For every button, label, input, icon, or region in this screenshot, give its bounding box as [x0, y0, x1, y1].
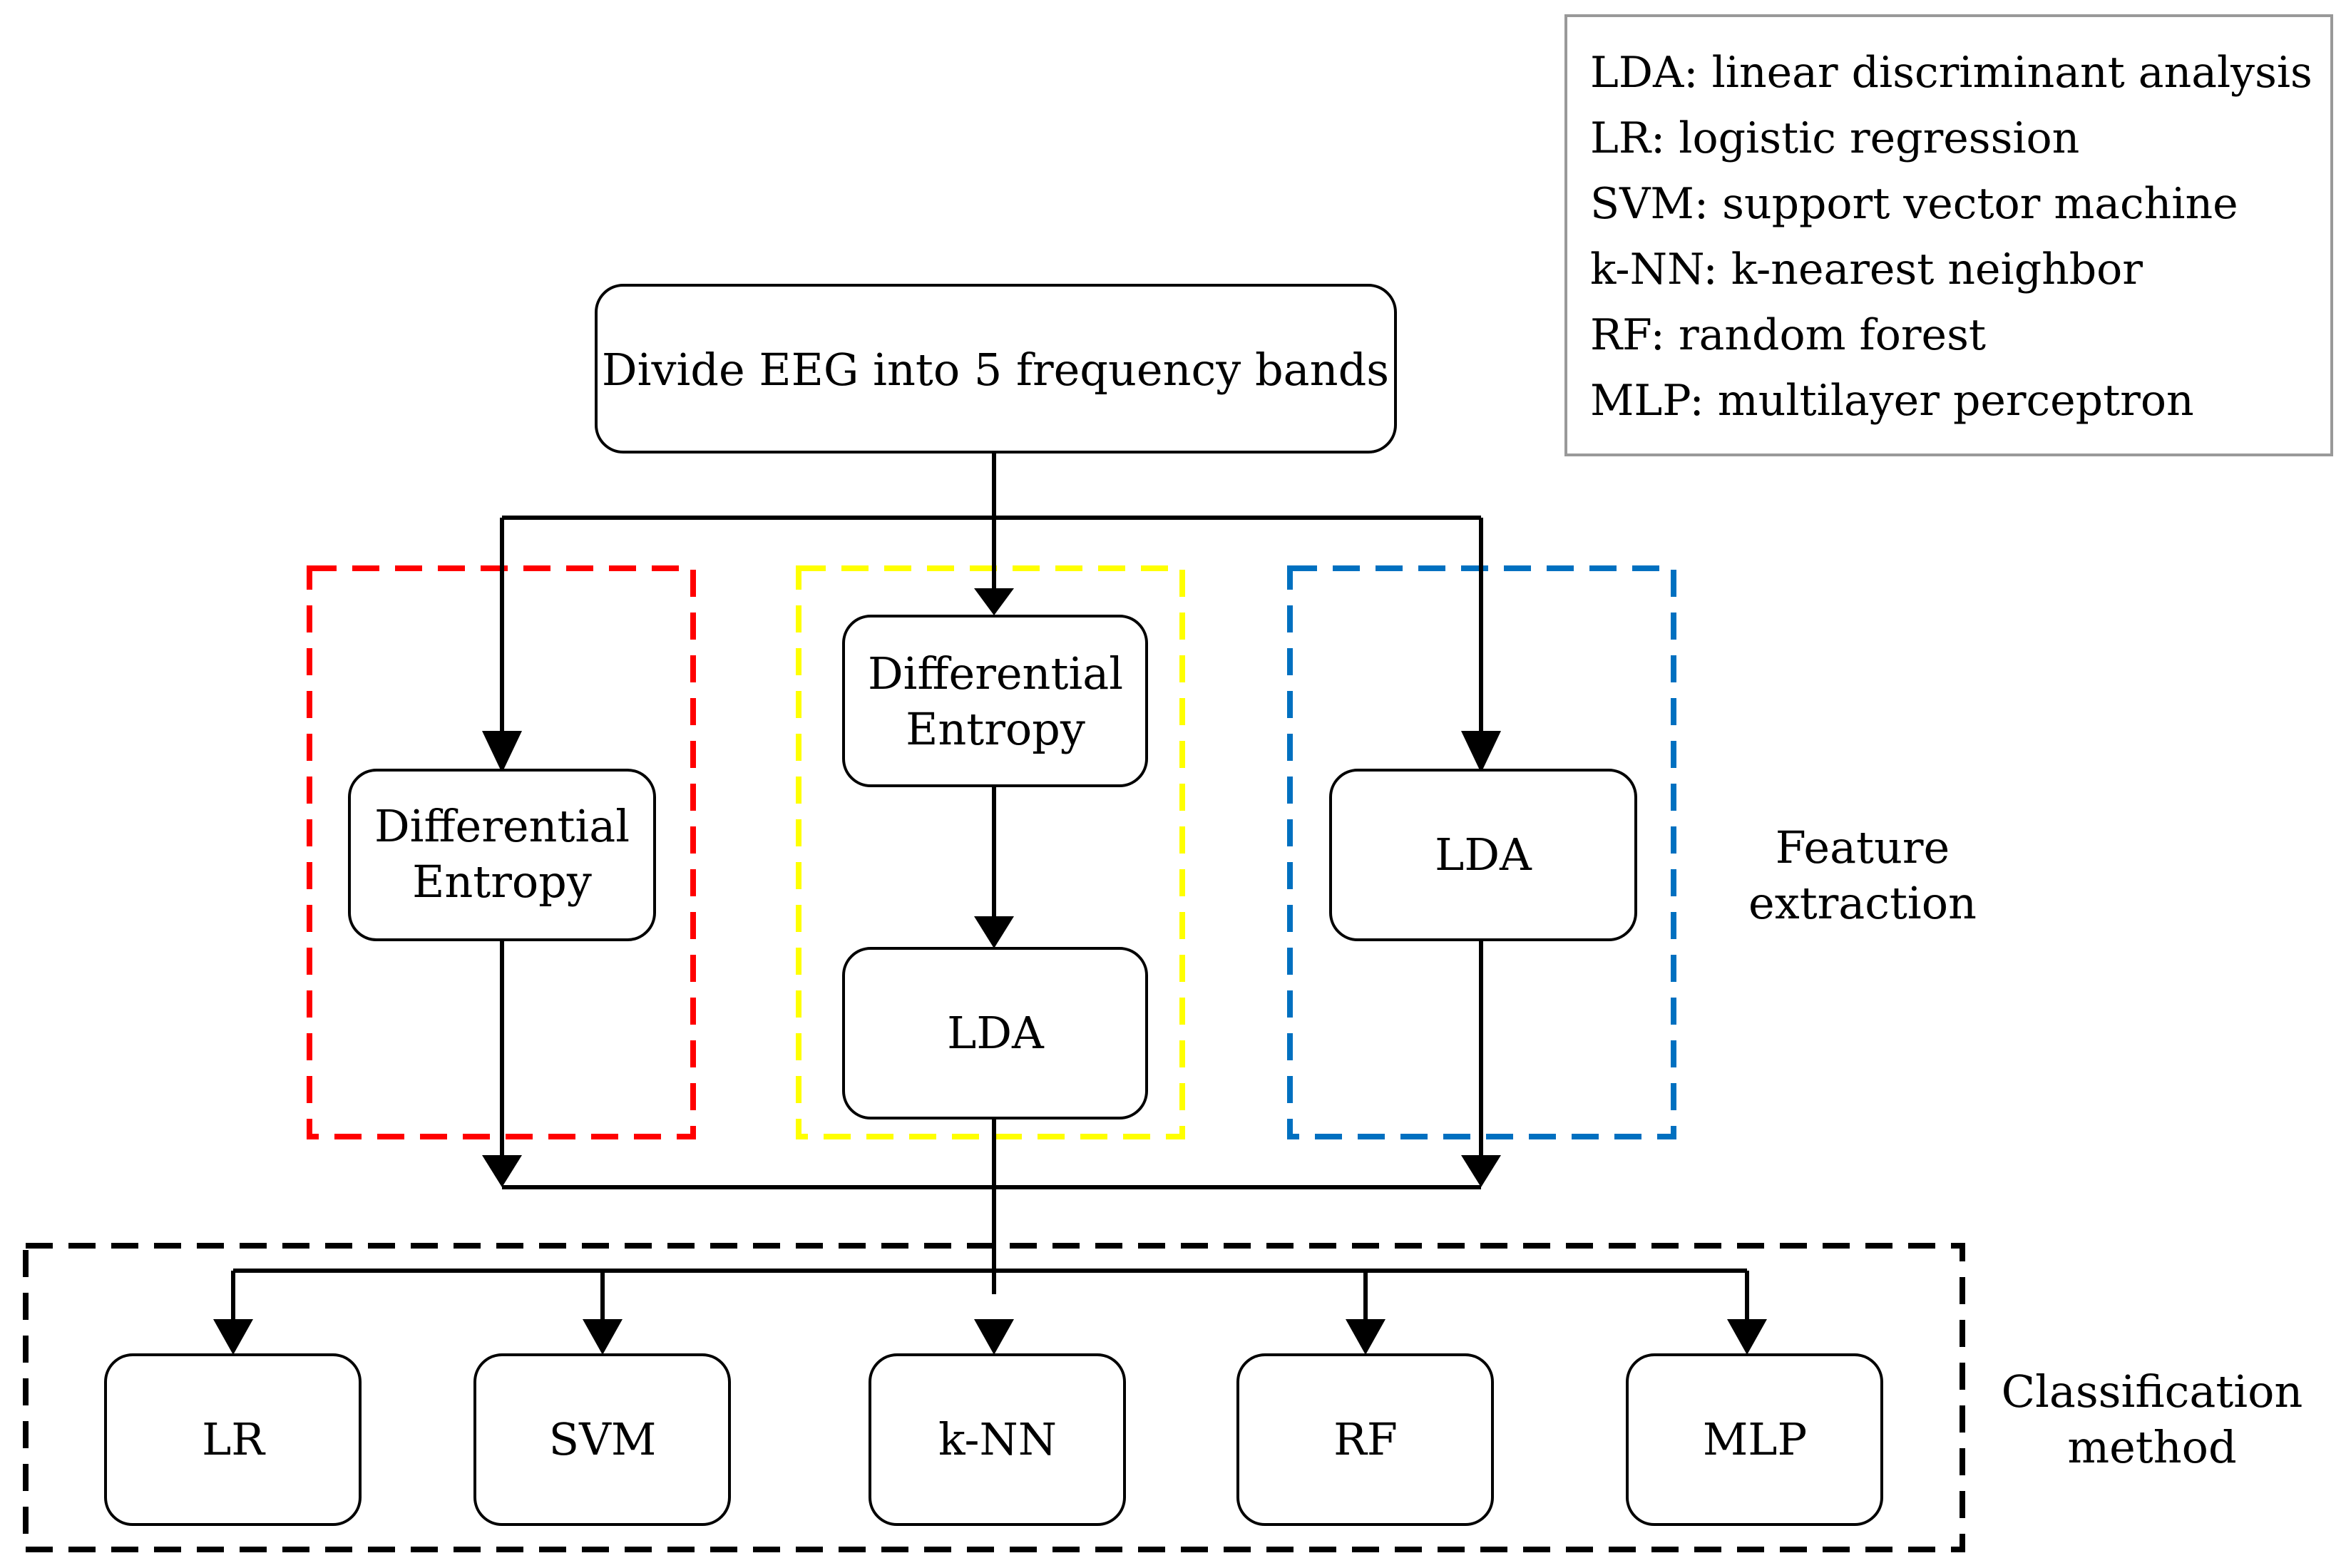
legend-item: k-NN: k-nearest neighbor	[1590, 245, 2143, 294]
legend: LDA: linear discriminant analysis LR: lo…	[1564, 14, 2333, 456]
arrowhead	[1346, 1319, 1385, 1355]
legend-item: RF: random forest	[1590, 310, 1986, 360]
arrowhead	[583, 1319, 623, 1355]
arrowhead	[1461, 1155, 1501, 1187]
arrowhead	[482, 1155, 522, 1187]
top-node-label: Divide EEG into 5 frequency bands	[602, 344, 1389, 396]
right-lda-node: LDA	[1329, 769, 1637, 941]
top-node: Divide EEG into 5 frequency bands	[595, 284, 1397, 454]
arrowhead	[974, 588, 1014, 615]
classifier-rf-node: RF	[1236, 1353, 1494, 1526]
arrowhead	[1727, 1319, 1767, 1355]
legend-box	[1564, 14, 2333, 456]
arrowhead	[974, 916, 1014, 948]
classification-method-label-line1: Classification	[2002, 1365, 2303, 1418]
feature-extraction-label-line2: extraction	[1748, 877, 1977, 929]
arrowhead	[974, 1319, 1014, 1355]
classifier-knn-label: k-NN	[938, 1413, 1057, 1465]
feature-extraction-label-line1: Feature	[1776, 821, 1950, 873]
classifier-svm-node: SVM	[473, 1353, 731, 1526]
middle-lda-label: LDA	[947, 1007, 1045, 1059]
arrowhead	[213, 1319, 253, 1355]
arrowheads	[213, 588, 1767, 1355]
middle-de-label-line2: Entropy	[906, 703, 1085, 755]
classifier-mlp-label: MLP	[1703, 1413, 1807, 1465]
classification-method-label-line2: method	[2067, 1421, 2236, 1473]
middle-lda-node: LDA	[842, 947, 1148, 1119]
right-lda-label: LDA	[1435, 829, 1532, 881]
classifier-rf-label: RF	[1333, 1413, 1398, 1465]
left-de-node: Differential Entropy	[348, 769, 656, 941]
classifier-lr-node: LR	[104, 1353, 362, 1526]
legend-item: LDA: linear discriminant analysis	[1590, 48, 2312, 98]
left-de-label-line1: Differential	[374, 800, 630, 852]
middle-de-label-line1: Differential	[868, 647, 1123, 700]
connectors	[231, 452, 1749, 1319]
branch-middle-group	[796, 565, 1185, 1139]
classifier-mlp-node: MLP	[1626, 1353, 1883, 1526]
classifier-svm-label: SVM	[549, 1413, 657, 1465]
arrowhead	[482, 731, 522, 773]
legend-item: LR: logistic regression	[1590, 113, 2079, 163]
left-de-label-line2: Entropy	[412, 856, 592, 908]
classifier-knn-node: k-NN	[869, 1353, 1126, 1526]
middle-de-node: Differential Entropy	[842, 615, 1148, 787]
classifier-lr-label: LR	[202, 1413, 266, 1465]
legend-item: MLP: multilayer perceptron	[1590, 376, 2194, 426]
legend-item: SVM: support vector machine	[1590, 179, 2238, 229]
arrowhead	[1461, 731, 1501, 773]
